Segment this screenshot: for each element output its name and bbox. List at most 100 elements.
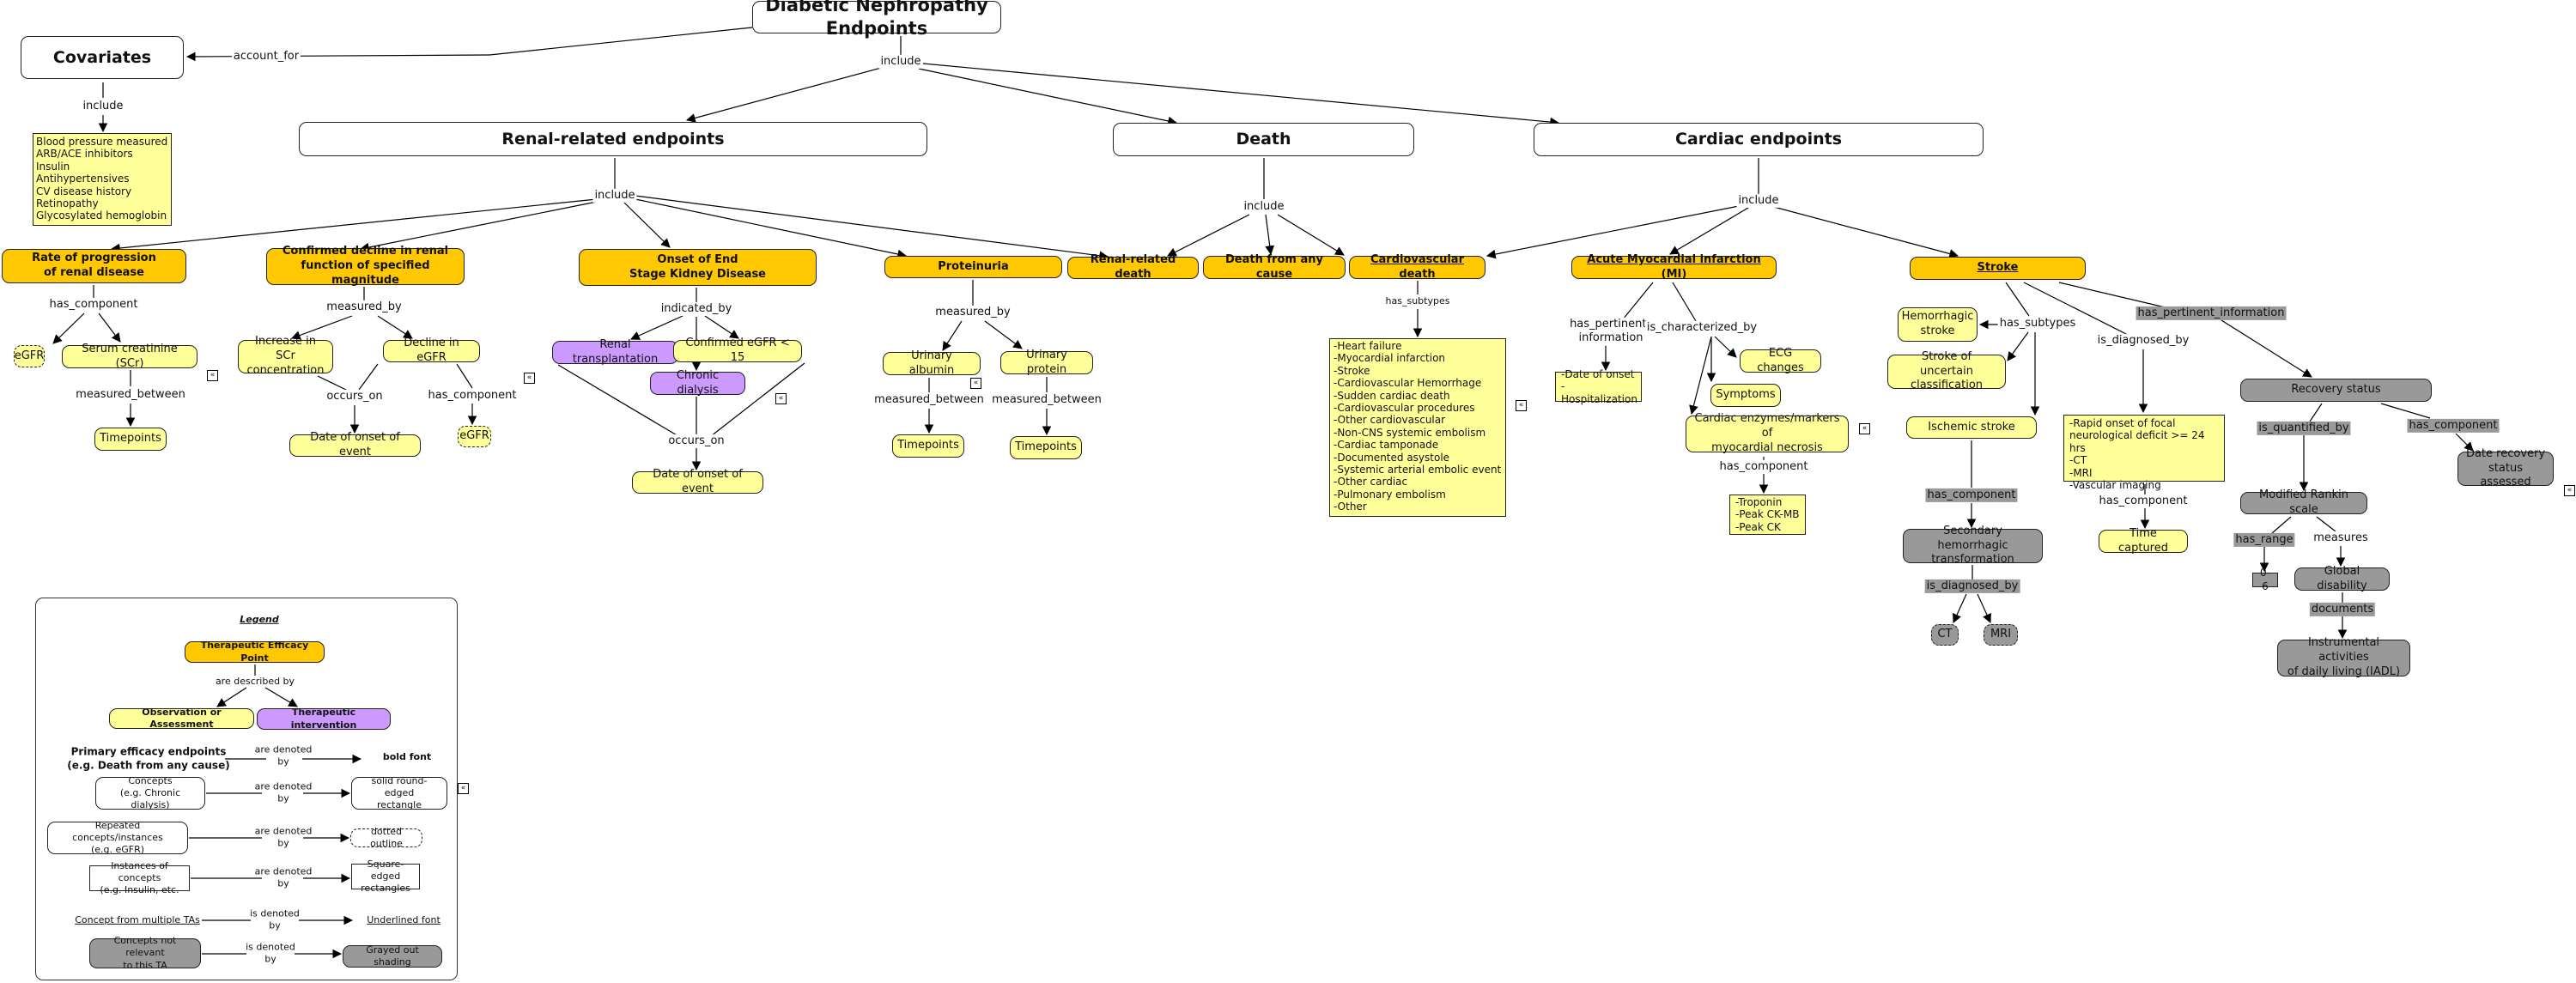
- cardiac-enzymes-node[interactable]: Cardiac enzymes/markers of myocardial ne…: [1686, 412, 1849, 454]
- legend-row-5-link: is denoted by: [246, 941, 295, 965]
- proteinuria-node[interactable]: Proteinuria: [884, 256, 1062, 278]
- recovery-status-node[interactable]: Recovery status: [2240, 379, 2432, 402]
- iadl-node[interactable]: Instrumental activities of daily living …: [2277, 636, 2410, 678]
- legend-row-2-left: Repeated concepts/instances (e.g. eGFR): [47, 820, 188, 855]
- arrow-edge: [1689, 336, 1712, 416]
- legend-row-1-link: are denoted by: [254, 780, 313, 804]
- link-edge: [1672, 282, 1697, 322]
- timepoints-node-3[interactable]: Timepoints: [1010, 436, 1082, 459]
- renal-transplant-node[interactable]: Renal transplantation: [552, 338, 678, 366]
- covariates-node[interactable]: Covariates: [21, 36, 184, 79]
- link-edge: [2058, 282, 2173, 310]
- arrow-edge: [1485, 205, 1740, 259]
- arrow-edge: [1770, 205, 1959, 258]
- mi-pertinent-link: has_pertinent_ information: [1568, 317, 1654, 346]
- ischemic-has-component-link: has_component: [1925, 488, 2018, 503]
- arrow-edge: [942, 320, 963, 351]
- expand-icon[interactable]: «: [524, 373, 535, 384]
- symptoms-node[interactable]: Symptoms: [1710, 384, 1781, 407]
- expand-icon[interactable]: «: [775, 393, 787, 404]
- stroke-node[interactable]: Stroke: [1910, 257, 2086, 280]
- link-edge: [1622, 282, 1654, 320]
- legend-row-3-right: Square-edged rectangles: [351, 859, 420, 894]
- mi-pertinent-list: -Date of onset -Hospitalization: [1555, 368, 1642, 405]
- arrow-edge: [685, 66, 885, 123]
- cardiac-markers-list: -Troponin -Peak CK-MB -Peak CK: [1729, 495, 1806, 535]
- arrow-edge: [1977, 593, 1991, 623]
- stroke-diagnosis-list: -Rapid onset of focal neurological defic…: [2063, 415, 2225, 491]
- expand-icon[interactable]: «: [1516, 400, 1527, 411]
- covariates-include-link: include: [81, 99, 125, 114]
- ischemic-stroke-node[interactable]: Ischemic stroke: [1906, 416, 2037, 439]
- confirmed-decline-node[interactable]: Confirmed decline in renal function of s…: [266, 245, 465, 287]
- expand-icon[interactable]: «: [1859, 423, 1870, 434]
- ct-node[interactable]: CT: [1931, 624, 1959, 646]
- arrow-edge: [2007, 331, 2029, 361]
- arrow-edge: [377, 315, 413, 339]
- confirmed-egfr15-node[interactable]: Confirmed eGFR < 15: [673, 337, 802, 364]
- arrow-edge: [623, 202, 671, 248]
- ecg-changes-node[interactable]: ECG changes: [1740, 347, 1821, 374]
- hemorrhagic-stroke-node[interactable]: Hemorrhagic stroke: [1898, 307, 1978, 342]
- root-node[interactable]: Diabetic Nephropathy Endpoints: [752, 0, 1001, 39]
- timepoints-node-1[interactable]: Timepoints: [94, 428, 167, 451]
- timepoints-node-2[interactable]: Timepoints: [892, 434, 964, 458]
- rate-progression-node[interactable]: Rate of progression of renal disease: [2, 249, 186, 283]
- chronic-dialysis-node[interactable]: Chronic dialysis: [650, 369, 745, 397]
- protein-measured-between-link: measured_between: [990, 392, 1103, 408]
- urinary-protein-node[interactable]: Urinary protein: [1000, 349, 1093, 376]
- scr-increase-node[interactable]: Increase in SCr concentration: [238, 335, 333, 377]
- cv-death-node[interactable]: Cardiovascular death: [1349, 253, 1485, 281]
- expand-icon[interactable]: «: [2564, 485, 2575, 496]
- uncertain-stroke-node[interactable]: Stroke of uncertain classification: [1887, 350, 2006, 391]
- legend-row-5-right: Grayed out shading: [343, 944, 442, 968]
- arrow-edge: [635, 198, 908, 259]
- covariates-list: Blood pressure measured ARB/ACE inhibito…: [33, 133, 172, 226]
- legend-row-1-right: solid round-edged rectangle: [351, 775, 447, 810]
- expand-icon[interactable]: «: [458, 783, 469, 794]
- legend-row-5-left: Concepts not relevant to this TA: [89, 935, 201, 971]
- legend-title: Legend: [240, 613, 279, 625]
- rankin-has-range-link: has_range: [2233, 532, 2295, 548]
- death-node[interactable]: Death: [1113, 123, 1414, 156]
- secondary-hemorrhagic-node[interactable]: Secondary hemorrhagic transformation: [1903, 525, 2043, 566]
- date-recovery-node[interactable]: Date recovery status assessed: [2458, 447, 2554, 488]
- legend-tep-node: Therapeutic Efficacy Point: [185, 640, 325, 664]
- eskd-indicated-by-link: indicated_by: [659, 301, 734, 317]
- modified-rankin-node[interactable]: Modified Rankin scale: [2240, 488, 2367, 516]
- eskd-occurs-on-link: occurs_on: [666, 434, 726, 449]
- link-edge: [2271, 516, 2292, 534]
- renal-endpoints-node[interactable]: Renal-related endpoints: [299, 122, 927, 156]
- death-any-cause-node[interactable]: Death from any cause: [1203, 253, 1346, 281]
- root-include-link: include: [878, 54, 923, 70]
- egfr-decline-node[interactable]: Decline in eGFR: [383, 337, 480, 364]
- time-captured-node[interactable]: Time captured: [2099, 527, 2188, 555]
- legend-row-2-link: are denoted by: [254, 825, 313, 849]
- link-edge: [456, 363, 473, 389]
- date-onset-node-1[interactable]: Date of onset of event: [289, 431, 421, 458]
- date-onset-node-2[interactable]: Date of onset of event: [632, 468, 763, 495]
- mi-characterized-link: is_characterized_by: [1644, 320, 1759, 336]
- arrow-edge: [635, 195, 1109, 261]
- arrow-edge: [2221, 319, 2312, 378]
- acute-mi-node[interactable]: Acute Myocardial infarction (MI): [1571, 253, 1777, 281]
- renal-death-node[interactable]: Renal-related death: [1067, 253, 1199, 281]
- legend-row-3-link: are denoted by: [254, 865, 313, 889]
- cardiac-include-link: include: [1736, 193, 1781, 209]
- legend-intervention-node: Therapeutic intervention: [257, 707, 391, 731]
- mri-node[interactable]: MRI: [1984, 624, 2018, 646]
- global-disability-node[interactable]: Global disability: [2294, 565, 2390, 592]
- egfr-node-1[interactable]: eGFR: [14, 345, 45, 367]
- expand-icon[interactable]: «: [207, 370, 218, 381]
- link-edge: [2316, 516, 2336, 532]
- renal-include-link: include: [592, 188, 637, 203]
- egfr-node-2[interactable]: eGFR: [458, 426, 491, 447]
- eskd-node[interactable]: Onset of End Stage Kidney Disease: [579, 249, 817, 286]
- urinary-albumin-node[interactable]: Urinary albumin: [883, 349, 981, 377]
- legend-row-4-link: is denoted by: [250, 907, 300, 931]
- stroke-has-subtypes-link: has_subtypes: [1997, 316, 2078, 331]
- cardiac-endpoints-node[interactable]: Cardiac endpoints: [1534, 123, 1984, 156]
- expand-icon[interactable]: «: [970, 378, 981, 389]
- stroke-pertinent-link: has_pertinent_information: [2136, 306, 2287, 321]
- serum-creatinine-node[interactable]: Serum creatinine (SCr): [62, 343, 197, 370]
